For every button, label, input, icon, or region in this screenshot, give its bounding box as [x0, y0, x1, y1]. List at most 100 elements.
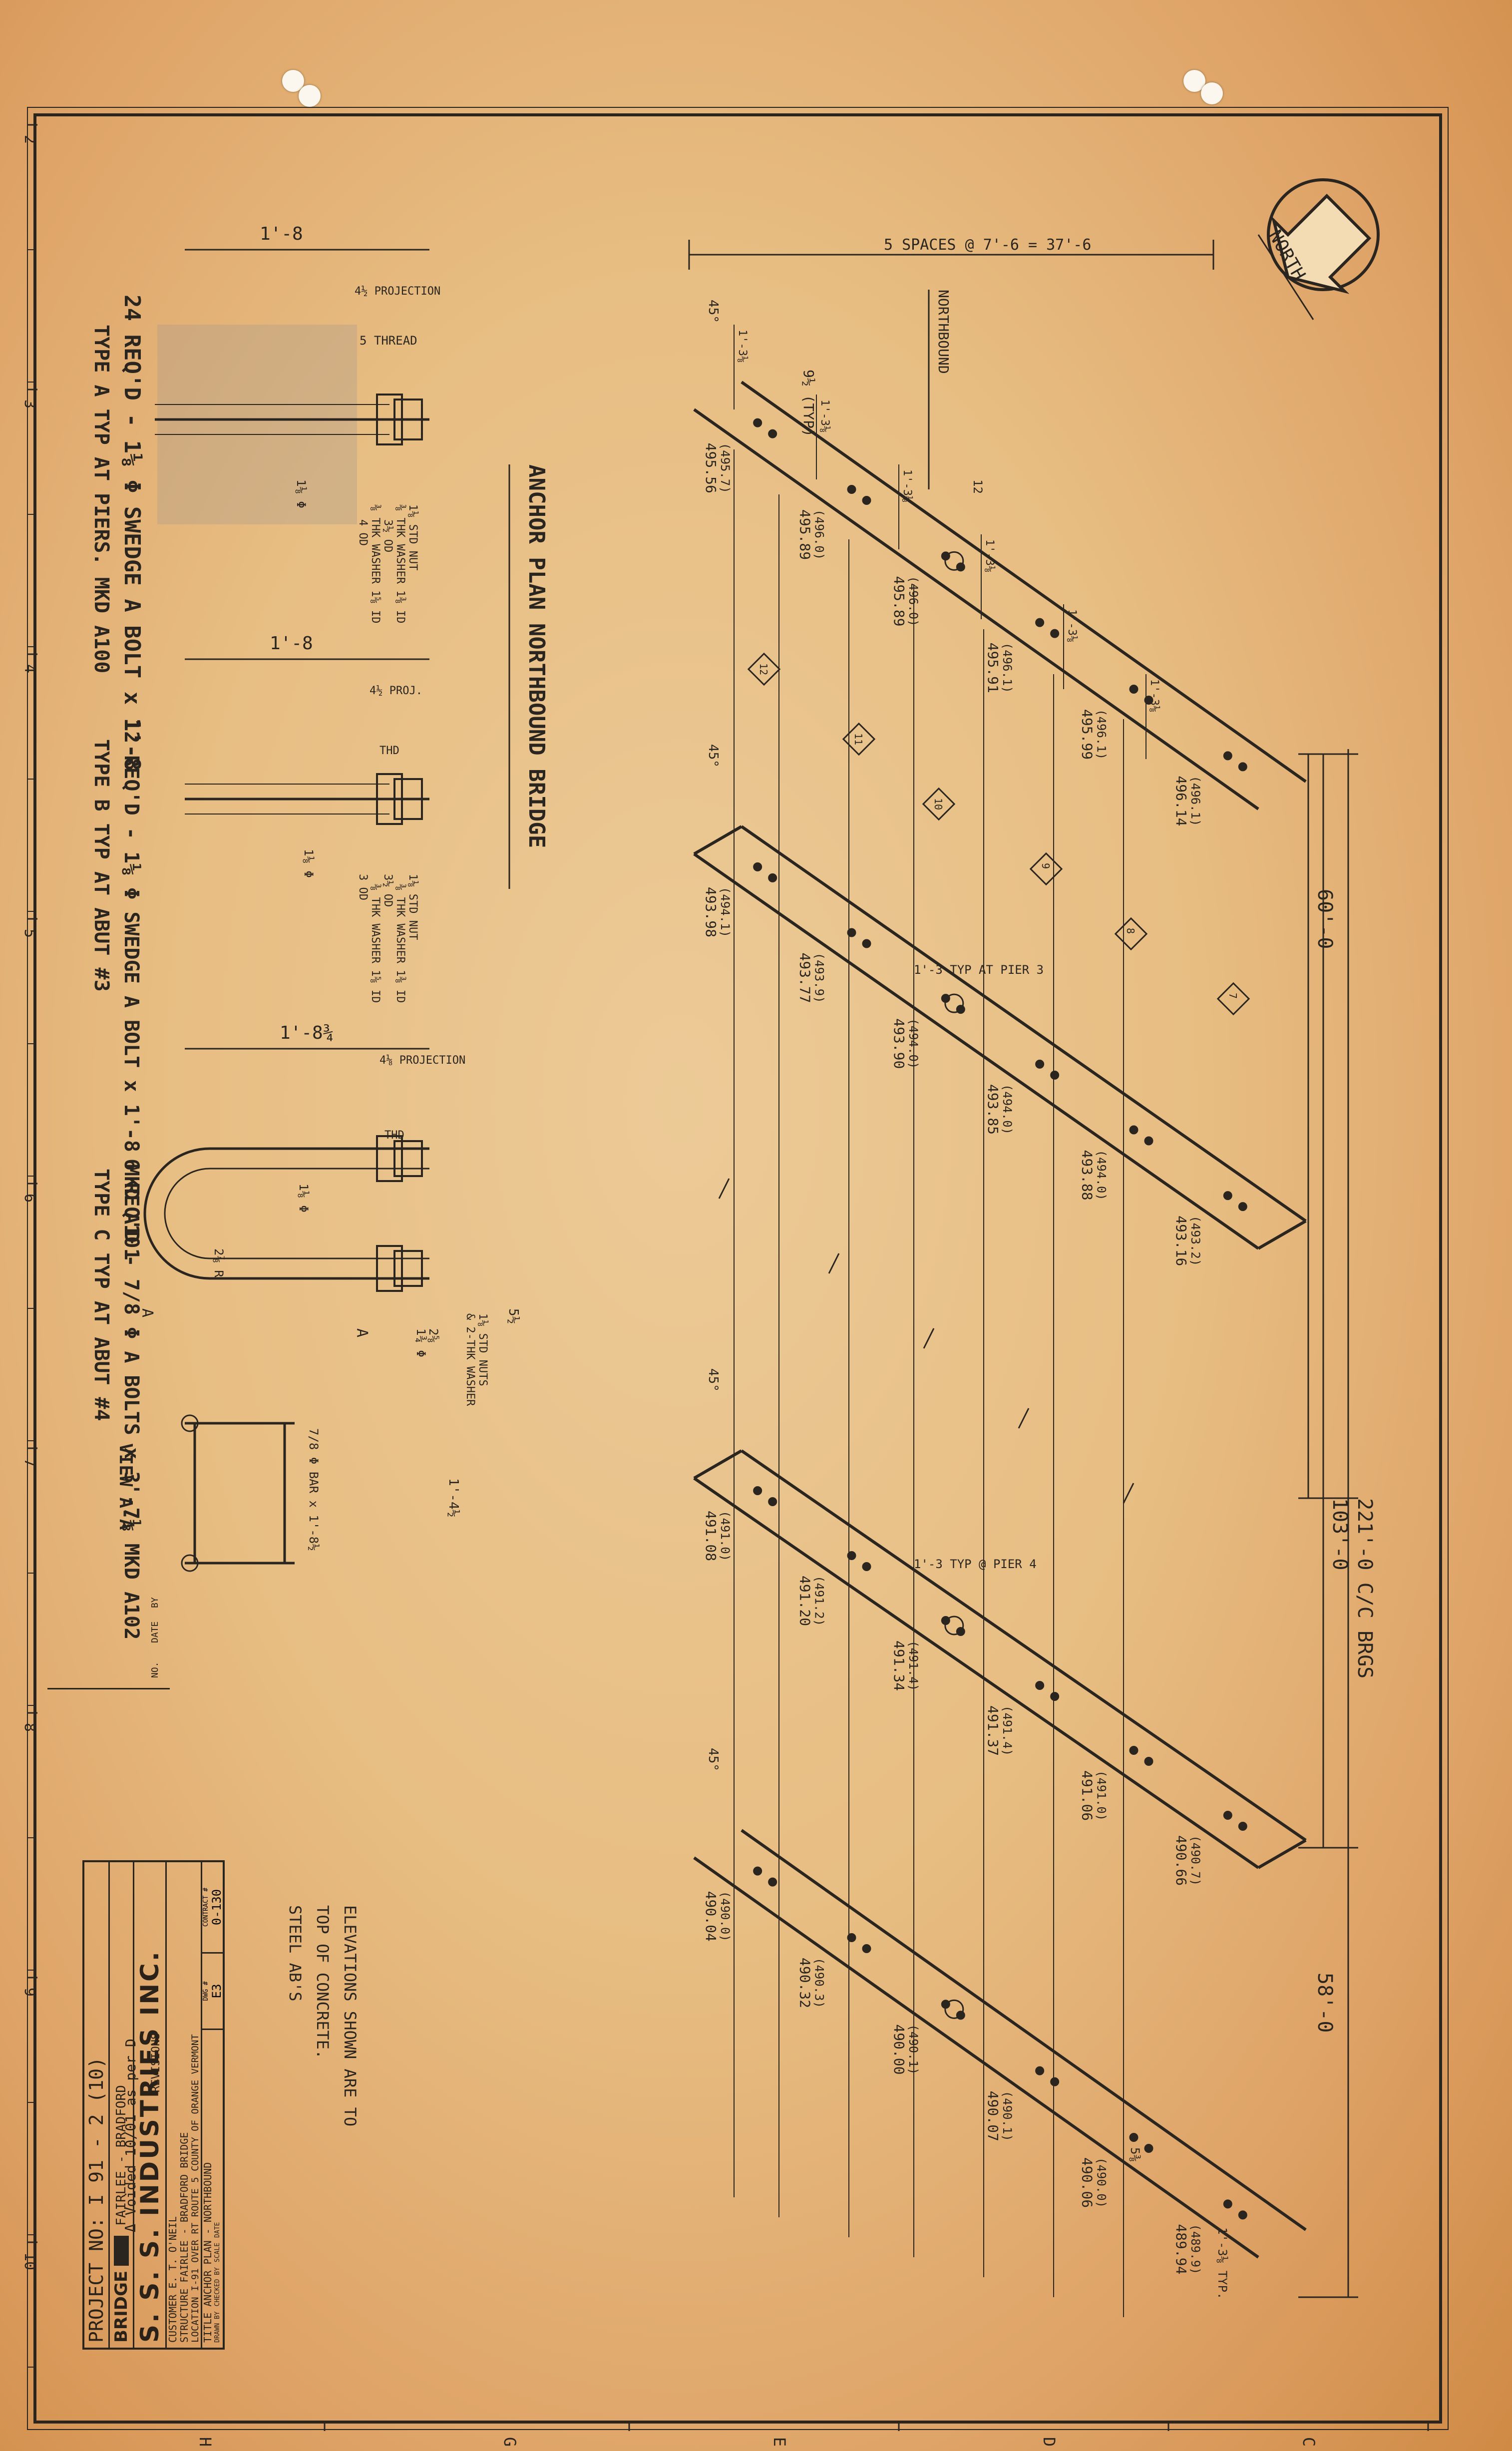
elevation-value: 495.89: [797, 509, 813, 560]
elevation-existing: (496.0): [812, 509, 826, 560]
elevation-value: 491.20: [797, 1576, 813, 1626]
anchor-bolt: [1223, 1811, 1232, 1820]
checked-by: CHECKED BY: [214, 2267, 221, 2307]
anchor-bolt: [1129, 2133, 1138, 2142]
anchor-bolt: [1223, 2199, 1232, 2209]
rev-header-by: BY: [150, 1597, 160, 1608]
dwg-label: DWG #: [202, 1981, 210, 2001]
anchor-bolt: [1223, 1191, 1232, 1201]
elevation-value: 493.98: [703, 887, 719, 937]
set-dim: 1'-3⅛: [1148, 679, 1160, 712]
type-c-nut: [393, 1140, 423, 1177]
ruler-number: 7: [21, 1458, 38, 1467]
type-a-dia: 1⅛ Φ: [294, 479, 308, 508]
anchor-bolt-ring: [944, 551, 964, 571]
type-b-callout: ⅜ THK WASHER 1⅝ ID: [369, 884, 381, 1003]
pier-4-end-cap: [693, 1449, 743, 1480]
type-b-callout: 1⅛ STD NUT: [406, 874, 419, 940]
type-b-callout: ⅜ THK WASHER 1⅜ ID: [394, 884, 406, 1003]
type-c-callout: 1⅛ STD NUTS: [476, 1313, 489, 1386]
angle-typ: 9½ (TYP): [800, 370, 817, 437]
ruler-number: 8: [21, 1723, 38, 1732]
dim-103: 103'-0: [1328, 1498, 1351, 1571]
abut-3-line-b: [741, 381, 1307, 783]
marker-diamond: [747, 652, 781, 686]
typ-label: 1'-3 TYP AT PIER 3: [914, 963, 1044, 977]
type-b-callout: 3 OD: [357, 874, 369, 900]
elevation-value: 495.89: [891, 576, 907, 626]
type-c-overall: 1'-8¾: [280, 1023, 334, 1043]
outer-border: [33, 113, 1442, 2424]
elevation-existing: (496.1): [1095, 709, 1109, 760]
elevation-value: 491.37: [985, 1705, 1001, 1756]
marker-label: 10: [932, 798, 944, 810]
ruler-letter: C: [1299, 2437, 1318, 2447]
anchor-bolt: [753, 862, 762, 871]
type-a-callout: 4 OD: [357, 519, 369, 546]
view-aa-end: [181, 1414, 199, 1432]
elevation-value: 493.90: [891, 1018, 907, 1069]
pier-3-line-a: [693, 852, 1259, 1250]
type-c-thd: THD: [384, 1129, 404, 1142]
elevation-existing: (494.1): [718, 887, 732, 937]
view-aa-end: [181, 1554, 199, 1572]
section-mark-a: A: [353, 1328, 371, 1337]
anchor-bolt: [847, 1551, 856, 1560]
type-c-nut: [393, 1250, 423, 1287]
type-b-nut: [393, 778, 423, 820]
anchor-bolt: [1050, 629, 1060, 638]
set-dim: 1'-3⅛: [901, 469, 913, 502]
anchor-bolt: [1050, 1692, 1060, 1701]
elevation-value: 490.07: [985, 2091, 1001, 2141]
type-c-ubolt-inner: [164, 1168, 429, 1259]
elevation-existing: (496.0): [906, 576, 920, 626]
elevation-value: 489.94: [1173, 2224, 1189, 2274]
ruler-number: 3: [21, 400, 38, 408]
elevation-existing: (494.0): [1095, 1150, 1109, 1201]
elevation-existing: (493.2): [1188, 1216, 1202, 1266]
elevation-existing: (490.1): [906, 2024, 920, 2074]
elevation-value: 493.88: [1079, 1150, 1096, 1201]
anchor-bolt: [1238, 1822, 1247, 1831]
type-b-washer: [376, 773, 403, 825]
ruler-number: 2: [21, 135, 38, 144]
drawing-title: TITLE ANCHOR PLAN - NORTHBOUND: [202, 2162, 214, 2343]
elevation-existing: (496.1): [1000, 643, 1014, 693]
marker-diamond: [922, 787, 956, 821]
elevation-existing: (491.0): [1095, 1770, 1109, 1821]
rev-header-no: NO.: [150, 1661, 160, 1678]
set-dim: 1'-3⅛: [1066, 609, 1078, 642]
bridge-label: BRIDGE: [111, 2270, 131, 2343]
anchor-bolt-ring: [944, 1999, 964, 2019]
break-mark: [828, 1253, 840, 1274]
pier-3-line-b: [741, 825, 1307, 1223]
structure: STRUCTURE FAIRLEE - BRADFORD BRIDGE: [178, 2132, 190, 2343]
break-mark: [1123, 1483, 1134, 1504]
elevation-value: 491.06: [1079, 1770, 1096, 1821]
bridge-name: FAIRLEE - BRADFORD: [114, 2085, 129, 2226]
type-c-dim: 5½: [506, 1308, 521, 1324]
anchor-bolt: [753, 1866, 762, 1876]
anchor-bolt: [1050, 1070, 1060, 1080]
ruler-number: 10: [21, 2252, 38, 2270]
break-mark: [923, 1328, 935, 1349]
type-a-callout: 1⅛ STD NUT: [406, 504, 419, 570]
elevation-value: 496.14: [1173, 776, 1189, 826]
skew-angle: 45°: [706, 1748, 721, 1771]
abut-3-line-a: [693, 408, 1259, 811]
north-arrow-circle: [1267, 178, 1380, 291]
elevation-note: TOP OF CONCRETE.: [313, 1905, 332, 2059]
marker-diamond: [1114, 917, 1148, 951]
ruler-letter: D: [1040, 2437, 1059, 2447]
set-dim: 1'-3⅛: [818, 400, 831, 432]
elevation-value: 490.06: [1079, 2157, 1096, 2208]
type-c-washer: [376, 1245, 403, 1292]
north-leader: [1257, 234, 1314, 320]
ruler-letter: H: [196, 2437, 215, 2447]
elevation-existing: (491.4): [1000, 1705, 1014, 1756]
ruler-number: 6: [21, 1194, 38, 1203]
punch-hole: [1201, 82, 1223, 104]
anchor-bolt: [862, 1562, 871, 1571]
elevation-existing: (490.0): [718, 1891, 732, 1942]
marker-diamond: [1029, 852, 1063, 886]
